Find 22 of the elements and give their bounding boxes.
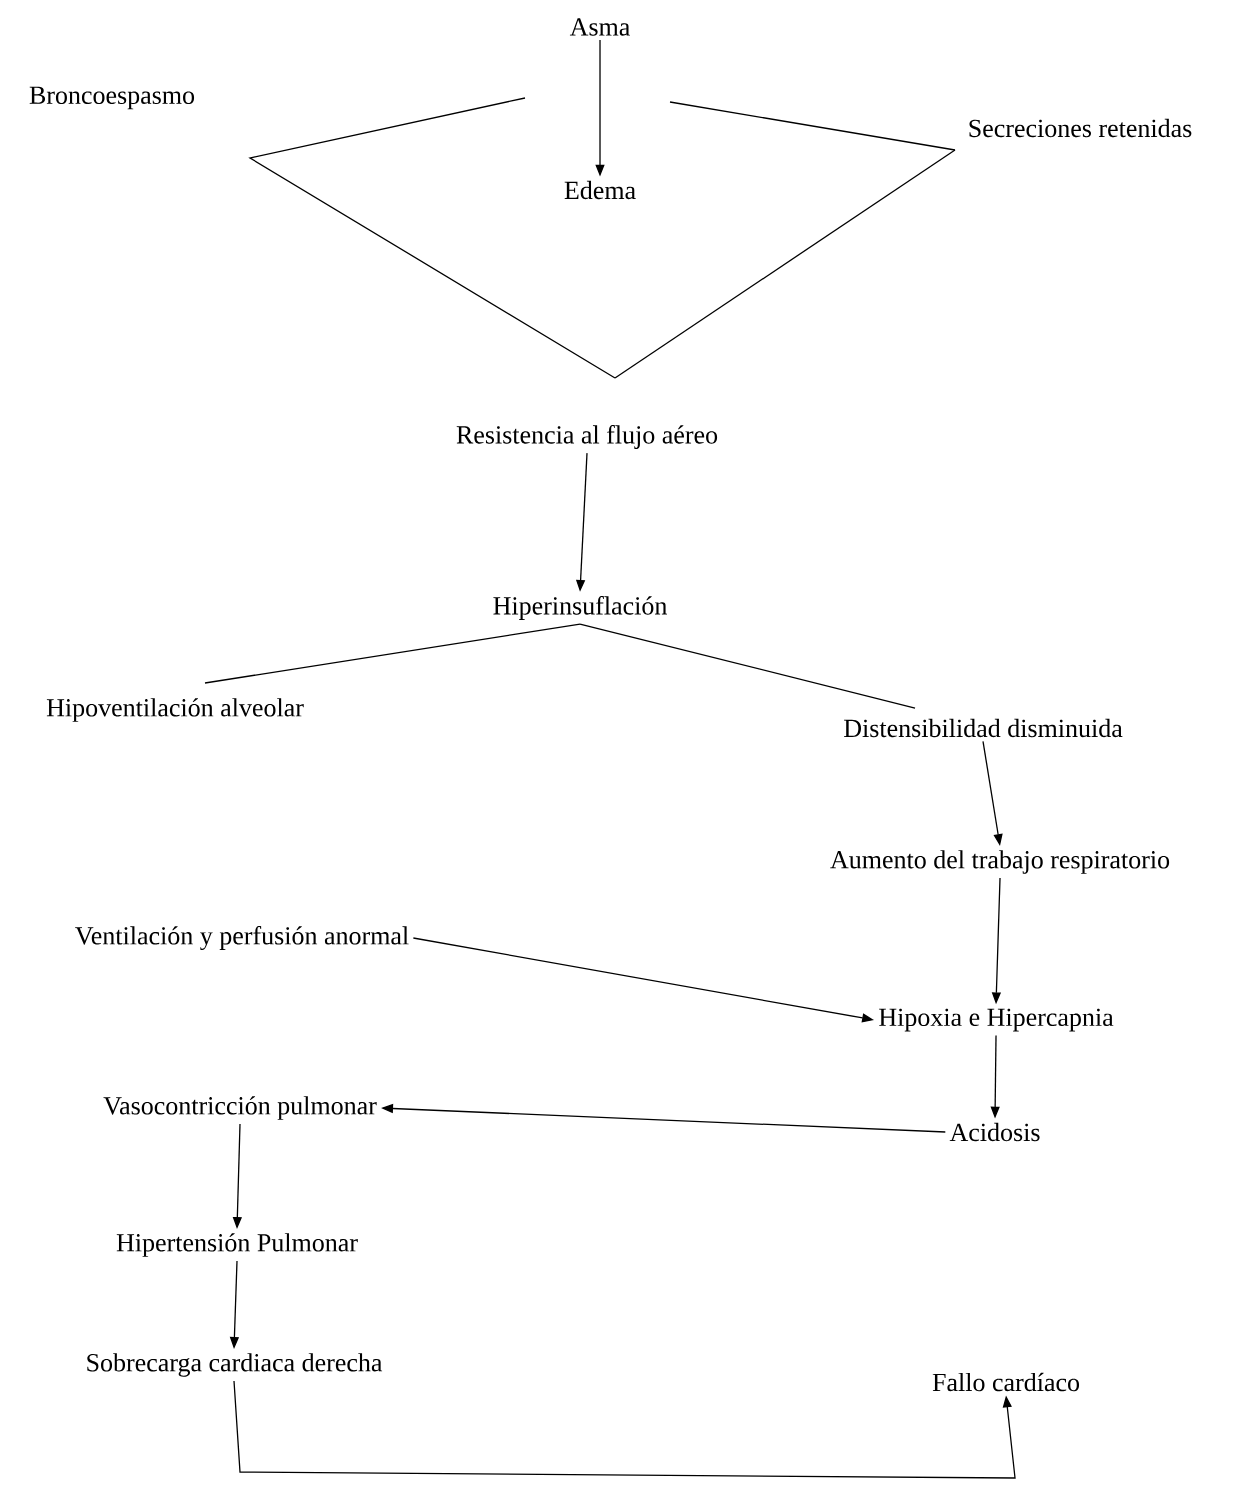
flow-text: Aumento del trabajo respiratorio xyxy=(830,850,1170,874)
flow-text: Edema xyxy=(564,180,636,200)
connector-line xyxy=(614,149,956,379)
flow-text: Secreciones retenidas xyxy=(969,118,1192,138)
connector-line xyxy=(669,101,956,151)
flow-text: Hipoxia e Hipercapnia xyxy=(879,1008,1114,1032)
flow-text: Fallo cardíaco xyxy=(932,1372,1080,1392)
flow-text: Vasocontricción pulmonar xyxy=(103,1096,377,1120)
flow-text: Hiperinsuflación xyxy=(493,596,667,620)
flow-text: Distensibilidad disminuida xyxy=(844,718,1123,738)
flow-text: Hipertensión Pulmonar xyxy=(116,1233,358,1257)
connector-line xyxy=(248,97,616,379)
flow-text: Acidosis xyxy=(949,1122,1040,1142)
arrow xyxy=(233,1380,1016,1479)
connector-line xyxy=(204,623,581,684)
flow-text: Resistencia al flujo aéreo xyxy=(456,425,718,449)
flow-text: Hipoventilación alveolar xyxy=(46,698,304,722)
flow-text: Asma xyxy=(569,18,630,36)
flow-text: Sobrecarga cardiaca derecha xyxy=(87,1353,383,1377)
connector-line xyxy=(579,623,916,709)
flow-text: Ventilación y perfusión anormal xyxy=(75,926,409,950)
flow-text: Broncoespasmo xyxy=(29,86,195,110)
